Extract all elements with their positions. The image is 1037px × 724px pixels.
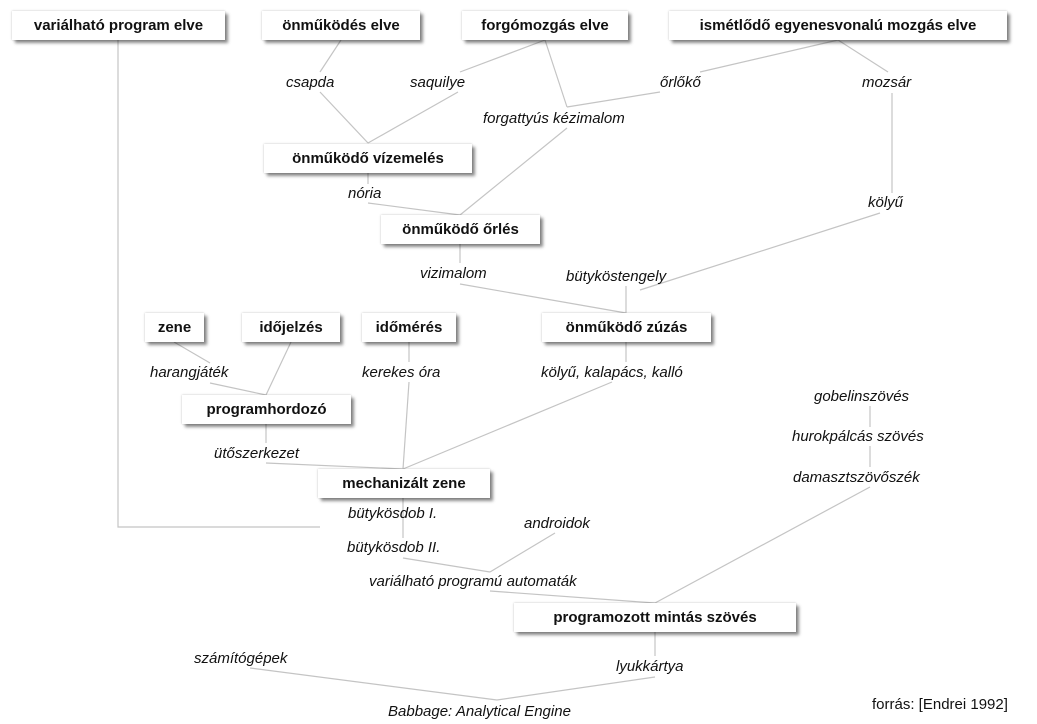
edge-butykosdob2-automatak (402, 557, 491, 573)
edge-szamitogepek-babbage (249, 667, 498, 701)
label-saquilye: saquilye (410, 74, 466, 91)
edge-androidok-automatak (489, 532, 556, 573)
edge-saquilye-water (367, 91, 459, 144)
label-forgattyus-kezimalom: forgattyús kézimalom (483, 110, 625, 127)
label-kolyu-kalapacs-kallo: kölyű, kalapács, kalló (541, 364, 683, 381)
label-kolyu: kölyű (868, 194, 904, 211)
label-lyukkartya: lyukkártya (616, 658, 684, 675)
source-citation: forrás: [Endrei 1992] (872, 696, 1008, 713)
edge-vizimalom-crushing (459, 283, 627, 314)
edge-variable-program-to-mechanized-music (117, 40, 320, 528)
label-mozsar: mozsár (862, 74, 912, 91)
edge-kerekesora-mechmusic (402, 381, 410, 470)
box-auto-crushing: önműködő zúzás (542, 313, 711, 342)
edge-noria-grinding (367, 202, 461, 216)
label-babbage-analytical-engine: Babbage: Analytical Engine (388, 703, 571, 720)
edge-harangjatek-carrier (209, 382, 267, 396)
edge-rotary-forgattyus (544, 39, 568, 108)
box-auto-grinding: önműködő őrlés (381, 215, 540, 244)
box-auto-water-lifting: önműködő vízemelés (264, 144, 472, 173)
label-kerekes-ora: kerekes óra (362, 364, 441, 381)
edge-linear-mozsar (837, 39, 889, 73)
box-automatic-principle: önműködés elve (262, 11, 420, 40)
edge-timesignal-carrier (265, 341, 292, 396)
edge-linear-orloko (699, 39, 839, 73)
edge-automatic-csapda (319, 39, 342, 73)
edge-lyukkartya-babbage (496, 676, 656, 701)
label-orloko: őrlőkő (660, 74, 701, 91)
box-music: zene (145, 313, 204, 342)
label-utoszerkezet: ütőszerkezet (214, 445, 300, 462)
label-butykosdob-1: bütykösdob I. (348, 505, 438, 522)
box-time-signal: időjelzés (242, 313, 340, 342)
edge-orloko-forgattyus (566, 91, 661, 108)
label-androidok: androidok (524, 515, 590, 532)
edge-automatak-weaving (489, 590, 656, 604)
label-butykostengely: bütyköstengely (566, 268, 667, 285)
label-damasztszovoszek: damasztszövőszék (793, 469, 920, 486)
edge-kolyu-butykostengely (639, 212, 881, 291)
edge-music-harangjatek (173, 341, 211, 364)
box-mechanized-music: mechanizált zene (318, 469, 490, 498)
edge-forgattyus-grinding (459, 127, 568, 216)
box-programmed-weaving: programozott mintás szövés (514, 603, 796, 632)
box-variable-program: variálható program elve (12, 11, 225, 40)
label-butykosdob-2: bütykösdob II. (347, 539, 441, 556)
label-variable-program-automata: variálható programú automaták (369, 573, 577, 590)
label-noria: nória (348, 185, 382, 202)
label-gobelinszoves: gobelinszövés (814, 388, 910, 405)
edge-kolyu-kalapacs-mechmusic (402, 381, 613, 470)
edge-csapda-water (319, 91, 369, 144)
edge-utoszerkezet-mechmusic (265, 462, 404, 470)
label-harangjatek: harangjáték (150, 364, 229, 381)
label-szamitogepek: számítógépek (194, 650, 288, 667)
edge-damaszt-weaving (654, 486, 871, 604)
label-vizimalom: vizimalom (420, 265, 487, 282)
box-program-carrier: programhordozó (182, 395, 351, 424)
box-repetitive-linear-principle: ismétlődő egyenesvonalú mozgás elve (669, 11, 1007, 40)
edge-rotary-saquilye (459, 39, 546, 73)
label-hurokpalcas-szoves: hurokpálcás szövés (792, 428, 924, 445)
box-rotary-principle: forgómozgás elve (462, 11, 628, 40)
label-csapda: csapda (286, 74, 335, 91)
box-time-measure: időmérés (362, 313, 456, 342)
